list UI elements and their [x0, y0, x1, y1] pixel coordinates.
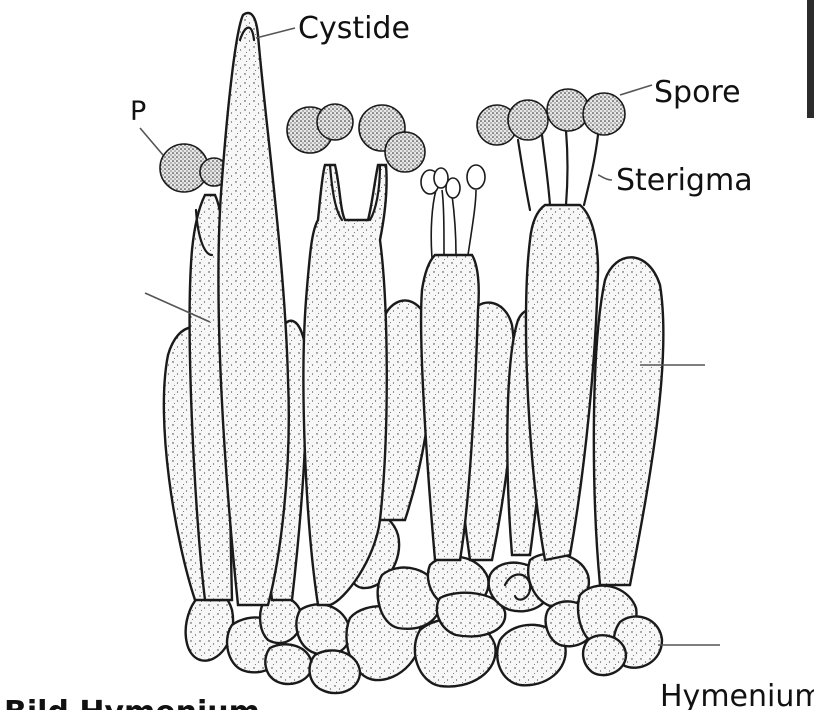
label-hymenium: Hymenium [660, 679, 814, 710]
label-sterigma: Sterigma [616, 163, 753, 198]
cystide [218, 13, 288, 605]
label-cystide: Cystide [298, 11, 410, 46]
label-spore: Spore [654, 75, 741, 110]
caption-cropped: Bild Hymenium [4, 695, 260, 710]
label-p: P [130, 96, 146, 127]
